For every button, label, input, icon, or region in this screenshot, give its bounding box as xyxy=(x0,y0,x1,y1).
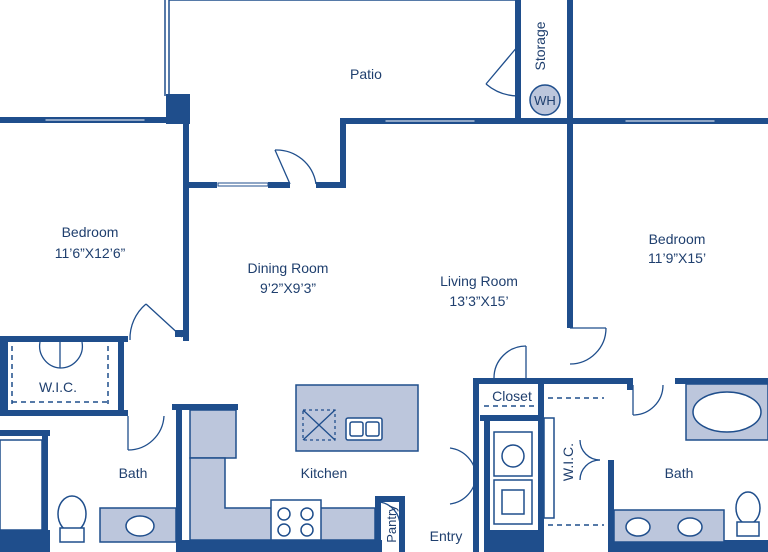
kitchen-counter xyxy=(189,457,376,541)
toilet-right xyxy=(735,491,761,525)
cooktop-icon xyxy=(302,409,336,441)
pantry-label: Pantry xyxy=(384,505,399,543)
wic-right-label: W.I.C. xyxy=(560,443,576,481)
windows xyxy=(44,118,716,187)
dining-label: Dining Room xyxy=(248,260,329,276)
refrigerator xyxy=(189,409,237,459)
stove xyxy=(270,499,322,541)
doors xyxy=(38,45,664,527)
storage-label: Storage xyxy=(532,21,548,70)
bedroom-left-label: Bedroom xyxy=(62,224,119,240)
patio-outline xyxy=(164,0,517,96)
bedroom-left-dims: 11’6”X12’6” xyxy=(55,245,126,261)
bath-right-label: Bath xyxy=(665,465,694,481)
living-dims: 13’3”X15’ xyxy=(449,293,508,309)
labels: Patio Storage WH Bedroom 11’6”X12’6” Din… xyxy=(39,21,706,544)
fixtures xyxy=(0,84,768,543)
kitchen-label: Kitchen xyxy=(301,465,348,481)
toilet-left xyxy=(57,495,87,533)
bedroom-right-label: Bedroom xyxy=(649,231,706,247)
shower xyxy=(0,439,43,531)
dining-dims: 9’2”X9’3” xyxy=(260,280,316,296)
entry-label: Entry xyxy=(430,528,463,544)
patio-label: Patio xyxy=(350,66,382,82)
wic-left-label: W.I.C. xyxy=(39,379,77,395)
bedroom-right-dims: 11’9”X15’ xyxy=(648,250,706,266)
sink-icon xyxy=(345,417,383,441)
water-heater-label: WH xyxy=(534,93,556,108)
closet-label: Closet xyxy=(492,388,532,404)
water-heater-icon xyxy=(529,84,561,116)
living-label: Living Room xyxy=(440,273,518,289)
bath-left-label: Bath xyxy=(119,465,148,481)
closet-shelves xyxy=(11,346,604,526)
